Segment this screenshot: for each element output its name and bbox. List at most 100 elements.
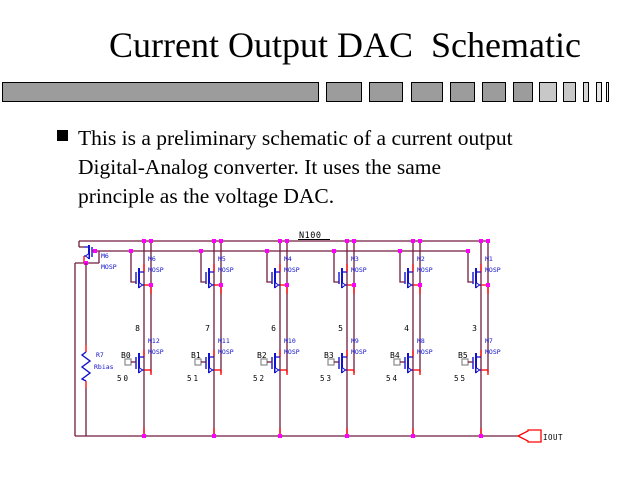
switch-mosfet-name: M8 xyxy=(417,337,425,345)
junction-dot xyxy=(479,434,483,438)
junction-dot xyxy=(345,434,349,438)
junction-dot xyxy=(332,249,336,253)
switch-net-label: 52 xyxy=(253,374,266,383)
wire xyxy=(266,251,272,283)
drain-net-label: 5 xyxy=(338,324,343,333)
junction-dot xyxy=(352,283,356,287)
ref-mosfet-name: M6 xyxy=(101,252,109,260)
decor-band xyxy=(0,82,640,102)
decor-bar xyxy=(539,82,557,102)
switch-mosfet-type: MOSP xyxy=(148,348,164,356)
decor-bar xyxy=(482,82,506,102)
bit-label: B5 xyxy=(458,351,468,360)
switch-mosfet-name: M11 xyxy=(218,337,230,345)
junction-dot xyxy=(265,249,269,253)
switch-mosfet-type: MOSP xyxy=(284,348,300,356)
junction-dot xyxy=(142,239,146,243)
mosfet-arrow xyxy=(475,366,481,374)
decor-bar xyxy=(411,82,443,102)
drain-net-label: 7 xyxy=(205,324,210,333)
mirror-mosfet-type: MOSP xyxy=(148,266,164,274)
mosfet-arrow xyxy=(407,281,413,289)
ref-mosfet-arrow xyxy=(84,252,90,260)
mirror-mosfet-type: MOSP xyxy=(485,266,501,274)
junction-dot xyxy=(149,239,153,243)
mirror-mosfet-type: MOSP xyxy=(351,266,367,274)
decor-bar xyxy=(2,82,319,102)
junction-dot xyxy=(219,283,223,287)
switch-mosfet-type: MOSP xyxy=(351,348,367,356)
wire xyxy=(200,251,206,283)
mosfet-arrow xyxy=(475,281,481,289)
switch-net-label: 54 xyxy=(386,374,399,383)
mosfet-arrow xyxy=(274,366,280,374)
junction-dot xyxy=(219,239,223,243)
mosfet-arrow xyxy=(274,281,280,289)
resistor-name: R7 xyxy=(96,351,104,359)
output-port-symbol xyxy=(516,429,542,443)
drain-net-label: 3 xyxy=(472,324,477,333)
switch-mosfet-type: MOSP xyxy=(218,348,234,356)
decor-bar xyxy=(513,82,533,102)
bullet-line: principle as the voltage DAC. xyxy=(78,184,335,208)
junction-dot xyxy=(466,249,470,253)
wire xyxy=(333,251,339,283)
mirror-mosfet-name: M3 xyxy=(351,255,359,263)
slide-title: Current Output DAC Schematic xyxy=(109,25,581,65)
mirror-mosfet-name: M6 xyxy=(148,255,156,263)
mosfet-arrow xyxy=(208,281,214,289)
junction-dot xyxy=(486,239,490,243)
bit-label: B0 xyxy=(121,351,131,360)
decor-bar xyxy=(450,82,475,102)
mosfet-arrow xyxy=(138,366,144,374)
bit-label: B1 xyxy=(191,351,201,360)
junction-dot xyxy=(285,239,289,243)
junction-dot xyxy=(199,249,203,253)
junction-dot xyxy=(418,283,422,287)
junction-dot xyxy=(345,239,349,243)
junction-dot xyxy=(278,239,282,243)
bullet-marker xyxy=(57,130,68,141)
decor-bar xyxy=(326,82,362,102)
junction-dot xyxy=(398,249,402,253)
mosfet-arrow xyxy=(341,281,347,289)
junction-dot xyxy=(479,239,483,243)
bullet-line: Digital-Analog converter. It uses the sa… xyxy=(78,155,442,179)
mirror-mosfet-type: MOSP xyxy=(284,266,300,274)
junction-dot xyxy=(418,239,422,243)
bit-label: B2 xyxy=(257,351,267,360)
mirror-mosfet-name: M5 xyxy=(218,255,226,263)
switch-net-label: 55 xyxy=(454,374,467,383)
switch-mosfet-name: M10 xyxy=(284,337,296,345)
junction-dot xyxy=(129,249,133,253)
bit-label: B3 xyxy=(324,351,334,360)
switch-mosfet-name: M9 xyxy=(351,337,359,345)
switch-net-label: 50 xyxy=(117,374,130,383)
decor-bar xyxy=(596,82,602,102)
ref-mosfet-type: MOSP xyxy=(101,263,117,271)
bullet-paragraph: This is a preliminary schematic of a cur… xyxy=(57,124,587,211)
drain-net-label: 8 xyxy=(135,324,140,333)
wire xyxy=(467,251,473,283)
junction-dot xyxy=(285,283,289,287)
mirror-mosfet-name: M4 xyxy=(284,255,292,263)
switch-net-label: 53 xyxy=(320,374,333,383)
resistor-value: Rbias xyxy=(94,363,114,371)
mirror-mosfet-name: M1 xyxy=(485,255,493,263)
mirror-mosfet-type: MOSP xyxy=(417,266,433,274)
wire xyxy=(130,251,136,283)
switch-mosfet-type: MOSP xyxy=(417,348,433,356)
switch-net-label: 51 xyxy=(187,374,200,383)
junction-dot xyxy=(486,283,490,287)
switch-mosfet-name: M7 xyxy=(485,337,493,345)
mosfet-arrow xyxy=(208,366,214,374)
bullet-line: This is a preliminary schematic of a cur… xyxy=(78,126,513,150)
decor-bar xyxy=(563,82,576,102)
mosfet-arrow xyxy=(407,366,413,374)
junction-dot xyxy=(149,283,153,287)
junction-dot xyxy=(142,434,146,438)
junction-dot xyxy=(212,434,216,438)
mosfet-arrow xyxy=(138,281,144,289)
